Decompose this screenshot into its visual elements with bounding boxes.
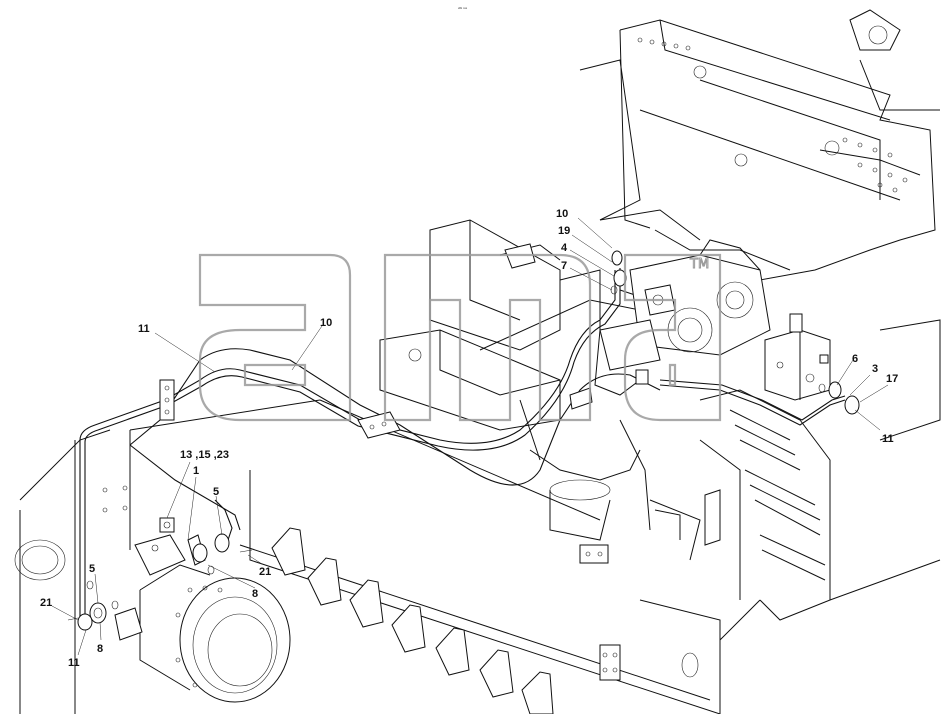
callout-3: 3: [872, 363, 878, 375]
callout-10: 10: [556, 208, 568, 220]
callout-4: 4: [561, 242, 568, 254]
callout-6: 6: [852, 353, 858, 365]
callout-8: 8: [252, 588, 258, 600]
fittings: [67, 250, 860, 631]
callout-17: 17: [886, 373, 898, 385]
callout-21: 21: [40, 597, 52, 609]
callouts: 10 19 4 7 11 10 6 3 17 11 13 ,15 ,23 1 5…: [40, 208, 898, 669]
callout-11: 11: [68, 657, 80, 669]
track-frame: [14, 399, 721, 714]
upper-frame: [579, 9, 940, 301]
watermark-logo: TM: [198, 253, 722, 422]
callout-11: 11: [882, 433, 894, 445]
callout-11: 11: [138, 323, 150, 335]
callout-5: 5: [89, 563, 95, 575]
callout-21: 21: [259, 566, 271, 578]
leader-lines: [51, 217, 889, 656]
track-grousers: [271, 527, 554, 714]
pump-assembly: [594, 239, 771, 396]
travel-motor: [114, 534, 291, 703]
valve-block: [764, 313, 831, 401]
callout-13-15-23: 13 ,15 ,23: [180, 449, 229, 461]
hydraulic-hoses: [79, 268, 846, 620]
callout-10: 10: [320, 317, 332, 329]
hose-clamps: [159, 369, 649, 533]
swivel-joint: [519, 399, 651, 564]
callout-5: 5: [213, 486, 219, 498]
callout-8: 8: [97, 643, 103, 655]
callout-1: 1: [193, 465, 199, 477]
callout-19: 19: [558, 225, 570, 237]
sheet-mark: ᵃᵂ ˢˢˢ: [458, 6, 468, 11]
watermark-trademark: TM: [689, 257, 709, 272]
callout-7: 7: [561, 260, 567, 272]
